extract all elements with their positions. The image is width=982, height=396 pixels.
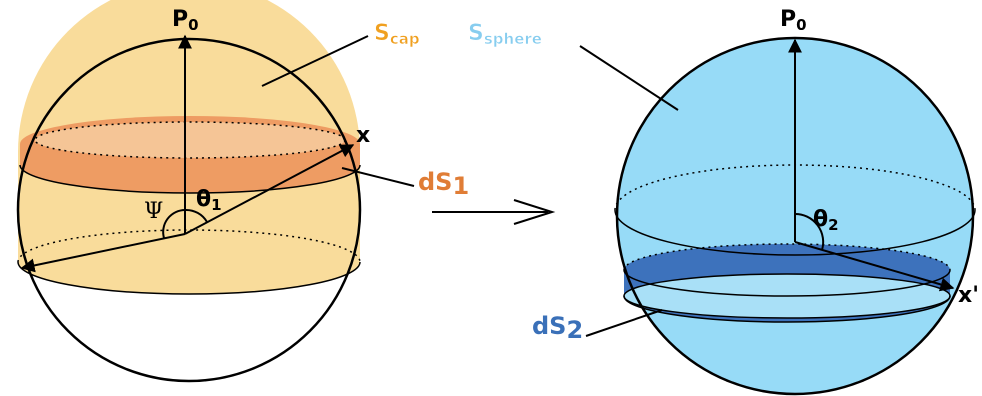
x-prime-label: x'	[958, 283, 979, 308]
ds1-leader	[341, 167, 415, 187]
scap-leader	[261, 35, 369, 87]
theta2-label: θ2	[813, 207, 839, 234]
ds1-strip-top	[35, 122, 345, 158]
psi-arc	[162, 209, 186, 239]
ds1-strip-bottom-edge	[19, 164, 361, 194]
psi-label: Ψ	[144, 199, 163, 224]
scap-label: Scap	[374, 21, 420, 48]
equator-solid-right	[614, 209, 976, 256]
ssphere-leader	[579, 45, 679, 111]
ds1-label: dS1	[418, 168, 469, 200]
theta2-arc	[794, 212, 825, 251]
cap-bottom-edge	[17, 261, 361, 295]
left-sphere: P0 Scap x dS1 θ1 Ψ	[16, 0, 469, 383]
x-label: x	[356, 123, 370, 148]
right-sphere-outline	[615, 36, 975, 396]
transform-arrow	[432, 199, 556, 225]
right-sphere: P0 Ssphere θ2 x' dS2	[468, 7, 979, 396]
ds2-dotted-top	[623, 243, 951, 271]
theta1-label: θ1	[196, 187, 222, 214]
p0-label-right: P0	[780, 7, 807, 34]
equator-dotted	[17, 229, 361, 263]
p0-label-left: P0	[172, 7, 199, 34]
ds2-label: dS2	[532, 312, 583, 344]
ds2-leader	[585, 309, 663, 337]
psi-vector	[20, 233, 186, 273]
ssphere-label: Ssphere	[468, 21, 542, 48]
x-vector	[184, 144, 355, 235]
theta1-arc	[184, 208, 208, 223]
